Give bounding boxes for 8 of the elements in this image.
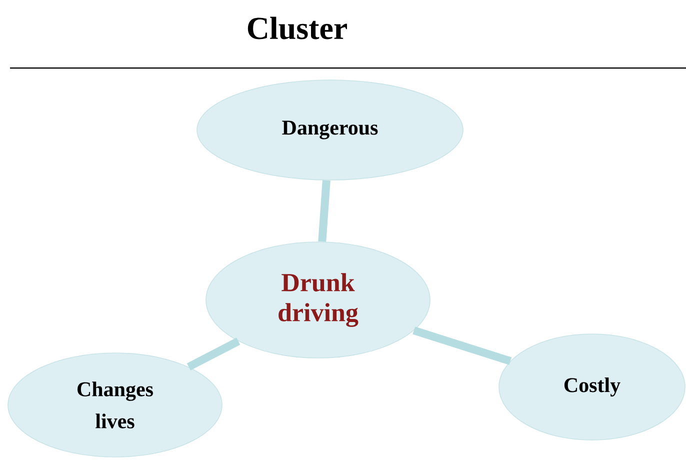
ellipse-node: Changes lives xyxy=(8,352,222,458)
title: Cluster xyxy=(248,16,347,40)
ellipse-node: Costly xyxy=(498,334,686,440)
connector-line xyxy=(186,338,240,370)
connector-line xyxy=(318,180,330,242)
ellipse-node: Drunk driving xyxy=(206,242,430,358)
connector-line xyxy=(412,326,512,365)
ellipse-node: Dangerous xyxy=(196,80,464,180)
